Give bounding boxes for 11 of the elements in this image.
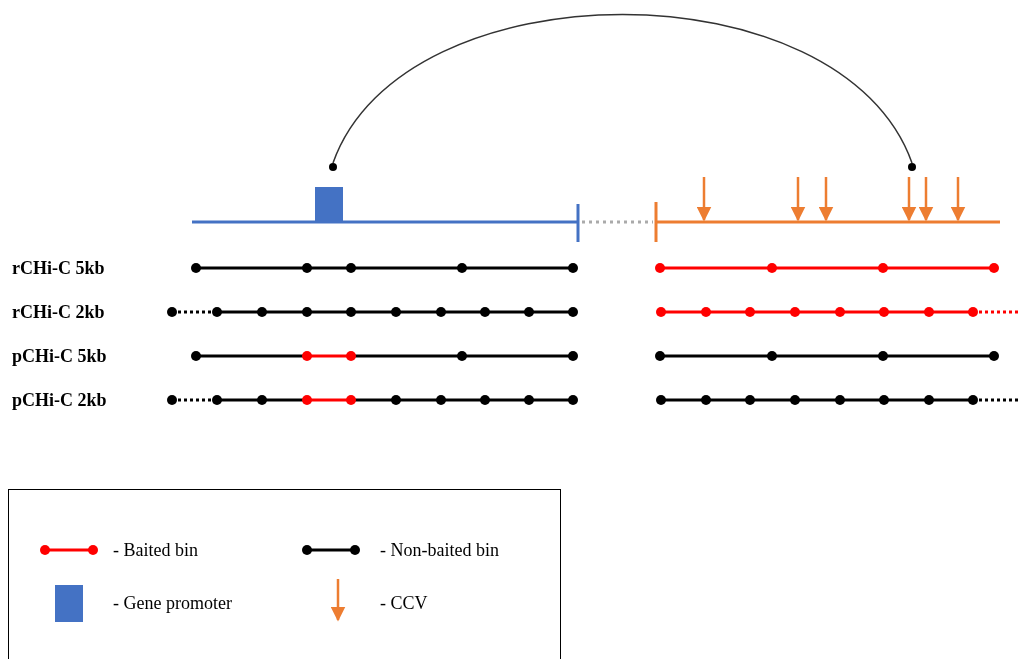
legend-label: - CCV [380, 593, 428, 613]
legend-label: - Baited bin [113, 540, 198, 560]
row-label: pCHi-C 5kb [12, 346, 107, 366]
legend-label: - Gene promoter [113, 593, 232, 613]
row-label: rCHi-C 5kb [12, 258, 105, 278]
anchor-dot [329, 163, 337, 171]
anchor-dot [908, 163, 916, 171]
row-label: pCHi-C 2kb [12, 390, 107, 410]
interaction-arc [332, 13, 913, 164]
legend-label: - Non-baited bin [380, 540, 499, 560]
row-label: rCHi-C 2kb [12, 302, 105, 322]
